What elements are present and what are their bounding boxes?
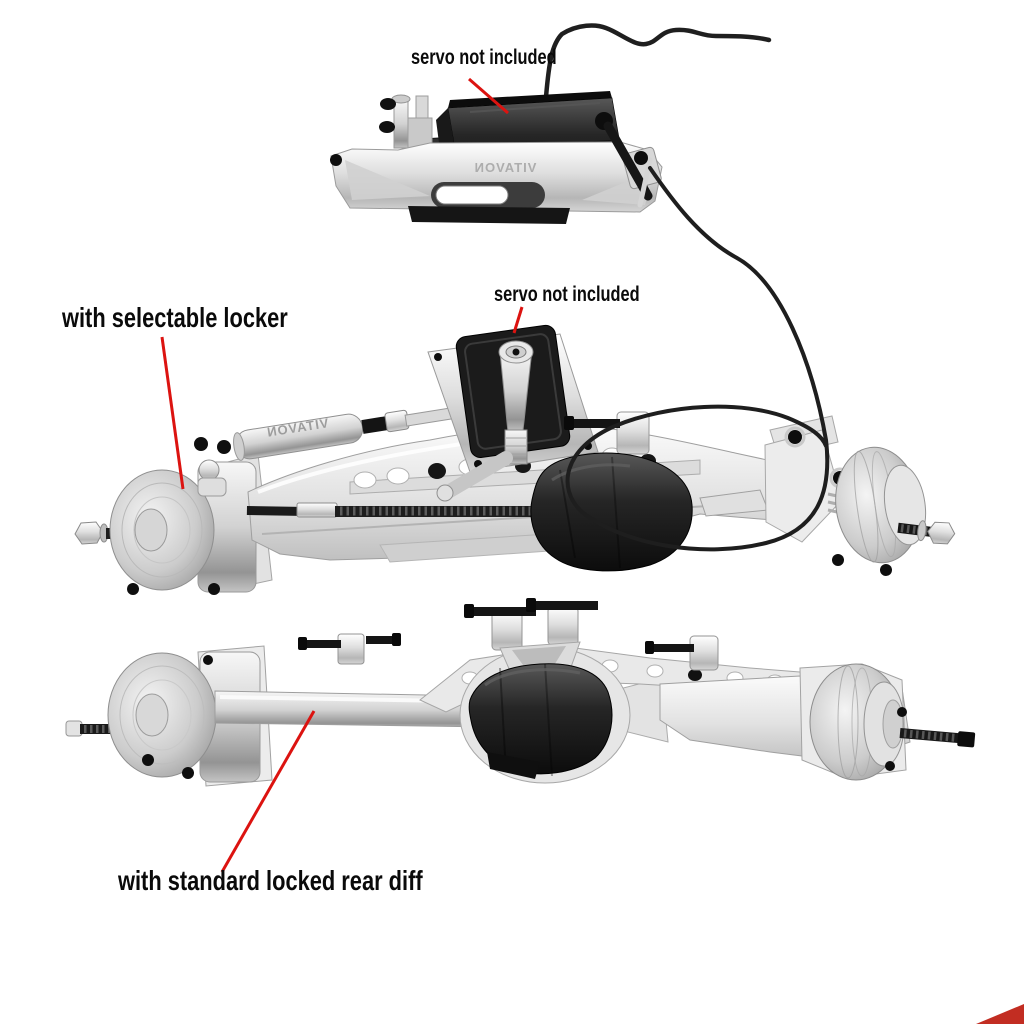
annotation-lines: [160, 77, 524, 873]
leader-front-axle: [160, 336, 185, 490]
front-axle-assembly: VITAVON: [74, 324, 956, 595]
axle-servo-plate-assembly: [427, 324, 650, 502]
leader-rear-axle: [220, 710, 316, 873]
servo-linkage: [595, 112, 662, 208]
front-diff-cover: [530, 452, 693, 572]
front-right-stub-shaft: [897, 520, 956, 545]
rear-right-stub-shaft: [899, 728, 976, 748]
servo-mount-bracket: VITAVON: [330, 141, 663, 224]
locker-cable: [565, 166, 830, 552]
leader-servo-middle: [512, 306, 524, 334]
corner-red-wedge: [976, 1004, 1024, 1024]
rear-left-portal-gearbox: [107, 645, 273, 787]
rear-right-portal-gearbox: [799, 663, 907, 781]
callout-rear-axle: with standard locked rear diff: [118, 865, 423, 896]
callout-front-axle: with selectable locker: [62, 302, 288, 333]
rear-diff-cover: [468, 663, 613, 779]
callout-servo-top: servo not included: [411, 46, 557, 69]
servo-wire: [543, 23, 772, 100]
front-left-portal-gearbox: [109, 437, 273, 595]
mount-posts: [379, 94, 433, 149]
brand-engraving-bracket: VITAVON: [474, 160, 537, 175]
leader-servo-top: [468, 77, 509, 115]
callout-servo-middle: servo not included: [494, 283, 640, 306]
rear-axle-assembly: [65, 598, 976, 787]
front-right-portal-gearbox: [764, 415, 927, 576]
servo-horn: [436, 340, 534, 502]
servo-mount-assembly: VITAVON: [330, 23, 772, 224]
